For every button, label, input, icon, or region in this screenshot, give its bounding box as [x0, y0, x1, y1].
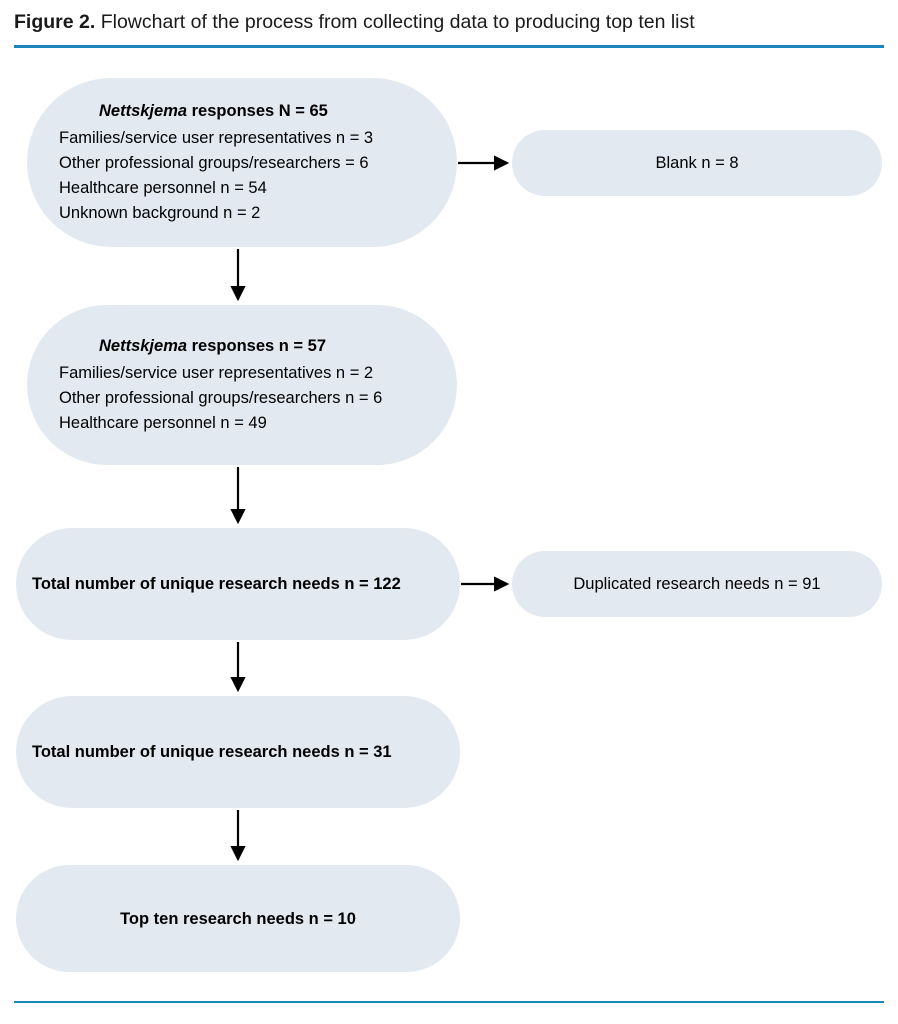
node-responses-65-detail-2: Healthcare personnel n = 54: [59, 179, 267, 197]
node-unique-research-needs-122-label: Total number of unique research needs n …: [32, 575, 401, 593]
figure-label: Figure 2.: [14, 11, 96, 33]
node-responses-65-title-rest: responses N = 65: [187, 102, 328, 120]
brand-name: Nettskjema: [99, 102, 188, 120]
node-responses-57-detail-0: Families/service user representatives n …: [59, 364, 374, 382]
node-duplicated-research-needs-91-label: Duplicated research needs n = 91: [573, 575, 821, 593]
figure-caption: Figure 2. Flowchart of the process from …: [14, 8, 884, 36]
node-responses-57-detail-2: Healthcare personnel n = 49: [59, 414, 267, 432]
node-unique-research-needs-31-label: Total number of unique research needs n …: [32, 743, 392, 761]
node-responses-57-content: Nettskjema responses n = 57 Families/ser…: [59, 334, 457, 436]
brand-name: Nettskjema: [99, 337, 188, 355]
node-responses-57-title: Nettskjema responses n = 57: [59, 334, 457, 359]
node-unique-research-needs-122[interactable]: Total number of unique research needs n …: [16, 528, 460, 640]
divider-bottom: [14, 1001, 884, 1003]
node-responses-65-content: Nettskjema responses N = 65 Families/ser…: [59, 99, 457, 226]
node-responses-65[interactable]: Nettskjema responses N = 65 Families/ser…: [27, 78, 457, 247]
node-responses-65-title: Nettskjema responses N = 65: [59, 99, 457, 124]
node-top-ten-research-needs-label: Top ten research needs n = 10: [120, 909, 356, 928]
node-responses-57-title-rest: responses n = 57: [187, 337, 326, 355]
node-unique-research-needs-31[interactable]: Total number of unique research needs n …: [16, 696, 460, 808]
node-responses-57-detail-1: Other professional groups/researchers n …: [59, 389, 383, 407]
node-top-ten-research-needs[interactable]: Top ten research needs n = 10: [16, 865, 460, 972]
figure-caption-text: Flowchart of the process from collecting…: [100, 11, 695, 33]
node-duplicated-research-needs-91[interactable]: Duplicated research needs n = 91: [512, 551, 882, 617]
node-blank[interactable]: Blank n = 8: [512, 130, 882, 196]
divider-top: [14, 45, 884, 48]
node-responses-65-detail-3: Unknown background n = 2: [59, 204, 261, 222]
node-responses-65-detail-0: Families/service user representatives n …: [59, 129, 374, 147]
node-responses-57[interactable]: Nettskjema responses n = 57 Families/ser…: [27, 305, 457, 465]
node-blank-label: Blank n = 8: [655, 154, 739, 172]
node-responses-65-detail-1: Other professional groups/researchers = …: [59, 154, 369, 172]
